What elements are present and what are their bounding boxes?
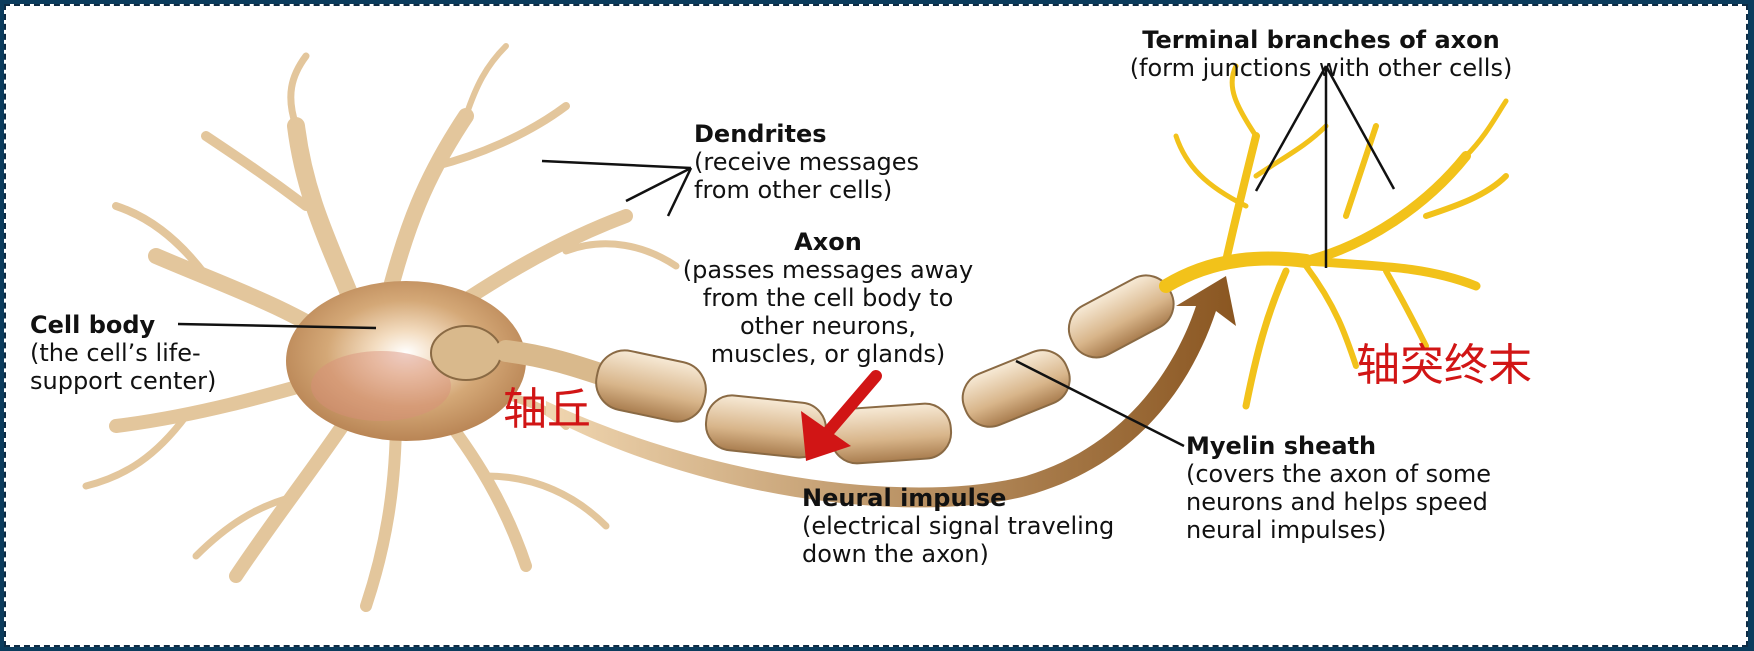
- dendrites-desc-line2: from other cells): [694, 176, 994, 204]
- cell-body-label: Cell body (the cell’s life- support cent…: [30, 311, 290, 395]
- terminal-branches-title: Terminal branches of axon: [1084, 26, 1558, 54]
- myelin-sheath-title: Myelin sheath: [1186, 432, 1566, 460]
- axon-desc-line4: muscles, or glands): [668, 340, 988, 368]
- myelin-sheath-desc-line2: neurons and helps speed: [1186, 488, 1566, 516]
- cell-body-desc-line1: (the cell’s life-: [30, 339, 290, 367]
- neural-impulse-desc-line1: (electrical signal traveling: [802, 512, 1192, 540]
- myelin-sheath-desc-line3: neural impulses): [1186, 516, 1566, 544]
- axon-label: Axon (passes messages away from the cell…: [668, 228, 988, 368]
- cell-body-desc-line2: support center): [30, 367, 290, 395]
- terminal-branches-desc: (form junctions with other cells): [1084, 54, 1558, 82]
- axon-desc-line1: (passes messages away: [668, 256, 988, 284]
- axon-title: Axon: [668, 228, 988, 256]
- neural-impulse-label: Neural impulse (electrical signal travel…: [802, 484, 1192, 568]
- neural-impulse-title: Neural impulse: [802, 484, 1192, 512]
- axon-hillock-annotation: 轴丘: [503, 386, 591, 434]
- axon-desc-line3: other neurons,: [668, 312, 988, 340]
- terminal-branches-label: Terminal branches of axon (form junction…: [1084, 26, 1558, 82]
- axon-terminal-annotation: 轴突终末: [1356, 342, 1532, 390]
- cell-body-title: Cell body: [30, 311, 290, 339]
- neural-impulse-desc-line2: down the axon): [802, 540, 1192, 568]
- axon-desc-line2: from the cell body to: [668, 284, 988, 312]
- diagram-frame: Terminal branches of axon (form junction…: [4, 4, 1748, 647]
- myelin-sheath-desc-line1: (covers the axon of some: [1186, 460, 1566, 488]
- dendrites-label: Dendrites (receive messages from other c…: [694, 120, 994, 204]
- myelin-sheath-label: Myelin sheath (covers the axon of some n…: [1186, 432, 1566, 544]
- dendrites-title: Dendrites: [694, 120, 994, 148]
- nucleus-shape: [431, 326, 501, 380]
- dendrites-desc-line1: (receive messages: [694, 148, 994, 176]
